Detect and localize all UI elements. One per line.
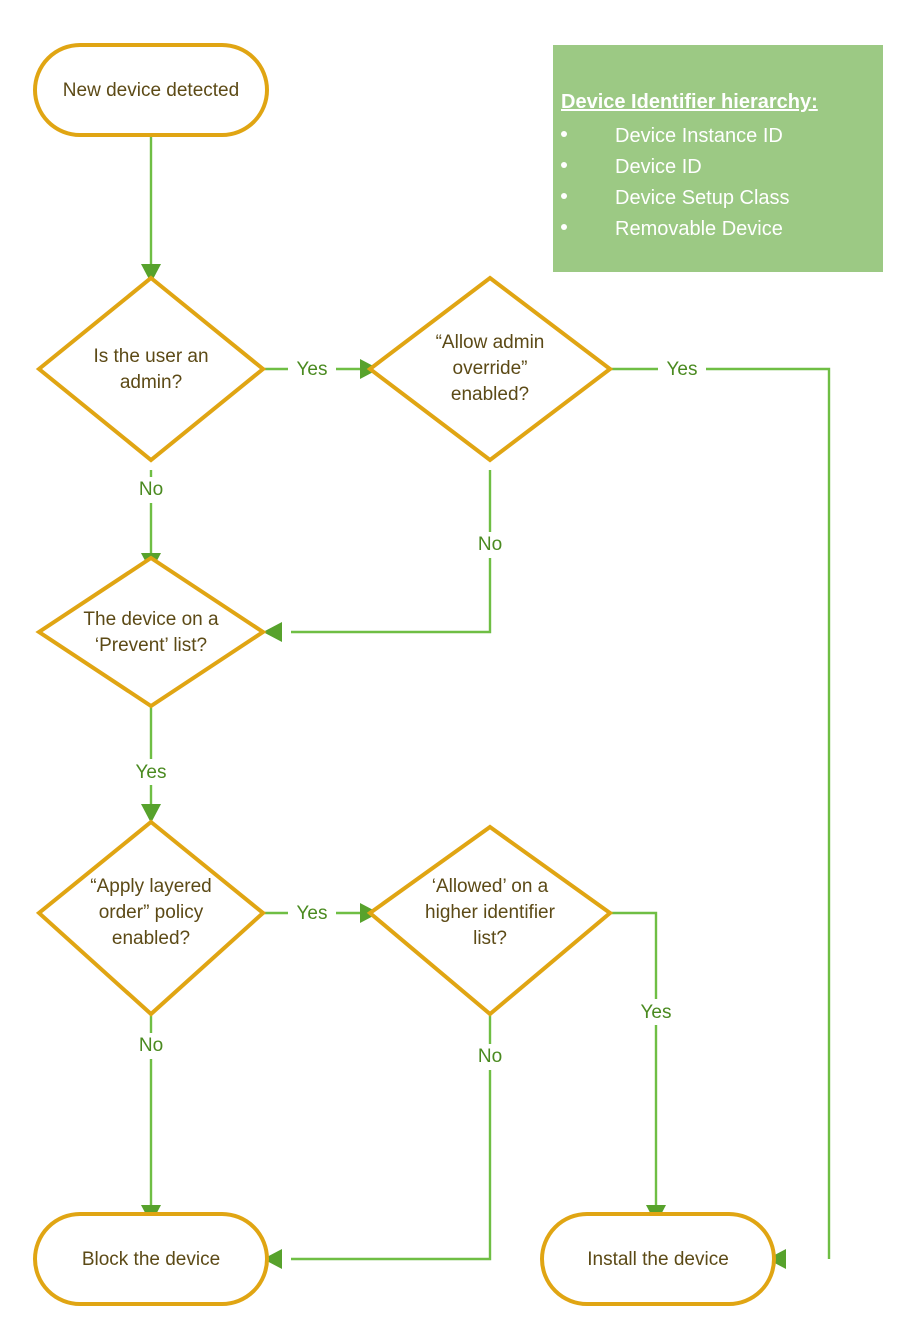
node-new-device-detected[interactable]: New device detected: [33, 43, 269, 137]
device-identifier-hierarchy-legend: Device Identifier hierarchy: Device Inst…: [553, 45, 883, 272]
edge-start-to-is-admin: [141, 133, 161, 283]
node-label-is-admin-line2: admin?: [120, 372, 182, 393]
node-label-override-line1: “Allow admin: [436, 332, 545, 353]
edge-label-override-no: No: [478, 534, 502, 555]
node-block-the-device[interactable]: Block the device: [33, 1212, 269, 1306]
legend-item-label: Device ID: [615, 156, 702, 178]
bullet-icon: [561, 193, 567, 199]
node-install-the-device[interactable]: Install the device: [540, 1212, 776, 1306]
node-label-install: Install the device: [587, 1249, 729, 1270]
bullet-icon: [561, 131, 567, 137]
legend-item-label: Device Instance ID: [615, 125, 783, 147]
bullet-icon: [561, 224, 567, 230]
node-is-user-admin[interactable]: Is the user an admin?: [35, 275, 267, 463]
edge-label-admin-no: No: [139, 479, 163, 500]
edge-label-override-yes: Yes: [667, 359, 698, 380]
node-allow-admin-override[interactable]: “Allow admin override” enabled?: [366, 275, 614, 463]
edge-label-admin-yes: Yes: [297, 359, 328, 380]
node-label-is-admin-line1: Is the user an: [93, 346, 208, 367]
node-allowed-higher-identifier[interactable]: ‘Allowed’ on a higher identifier list?: [366, 824, 614, 1017]
edge-higher-no-to-block: No: [263, 1014, 513, 1269]
edge-label-prevent-yes: Yes: [136, 762, 167, 783]
edge-label-layered-no: No: [139, 1035, 163, 1056]
edge-higher-yes-to-install: Yes: [610, 911, 680, 1224]
legend-item-label: Removable Device: [615, 218, 783, 240]
node-apply-layered-order[interactable]: “Apply layered order” policy enabled?: [35, 819, 267, 1017]
node-device-on-prevent-list[interactable]: The device on a ‘Prevent’ list?: [35, 555, 267, 709]
legend-list-item: Device ID: [553, 152, 883, 183]
edge-prevent-yes-to-layered: Yes: [127, 706, 175, 823]
bullet-icon: [561, 162, 567, 168]
node-label-prevent-line1: The device on a: [83, 609, 219, 630]
edge-is-admin-yes-to-override: Yes: [263, 356, 379, 382]
node-label-prevent-line2: ‘Prevent’ list?: [95, 635, 207, 656]
legend-list-item: Device Instance ID: [553, 121, 883, 152]
node-label-override-line3: enabled?: [451, 384, 529, 405]
node-label-higher-line1: ‘Allowed’ on a: [432, 876, 549, 897]
node-label-block: Block the device: [82, 1249, 220, 1270]
edge-override-no-to-prevent: No: [263, 470, 513, 642]
node-label-override-line2: override”: [453, 358, 528, 379]
legend-list: Device Instance ID Device ID Device Setu…: [553, 121, 883, 245]
legend-item-label: Device Setup Class: [615, 187, 790, 209]
edge-override-yes-to-install: Yes: [610, 356, 831, 1269]
edge-layered-no-to-block: No: [128, 1014, 174, 1224]
node-label-start: New device detected: [63, 80, 239, 101]
edge-label-higher-no: No: [478, 1046, 502, 1067]
edge-label-layered-yes: Yes: [297, 903, 328, 924]
node-label-layered-line2: order” policy: [99, 902, 204, 923]
legend-list-item: Device Setup Class: [553, 183, 883, 214]
node-label-layered-line1: “Apply layered: [90, 876, 211, 897]
node-label-layered-line3: enabled?: [112, 928, 190, 949]
edge-layered-yes-to-higher: Yes: [263, 900, 379, 926]
node-label-higher-line3: list?: [473, 928, 507, 949]
node-label-higher-line2: higher identifier: [425, 902, 556, 923]
edge-label-higher-yes: Yes: [641, 1002, 672, 1023]
legend-title: Device Identifier hierarchy:: [561, 91, 818, 113]
legend-list-item: Removable Device: [553, 214, 883, 245]
